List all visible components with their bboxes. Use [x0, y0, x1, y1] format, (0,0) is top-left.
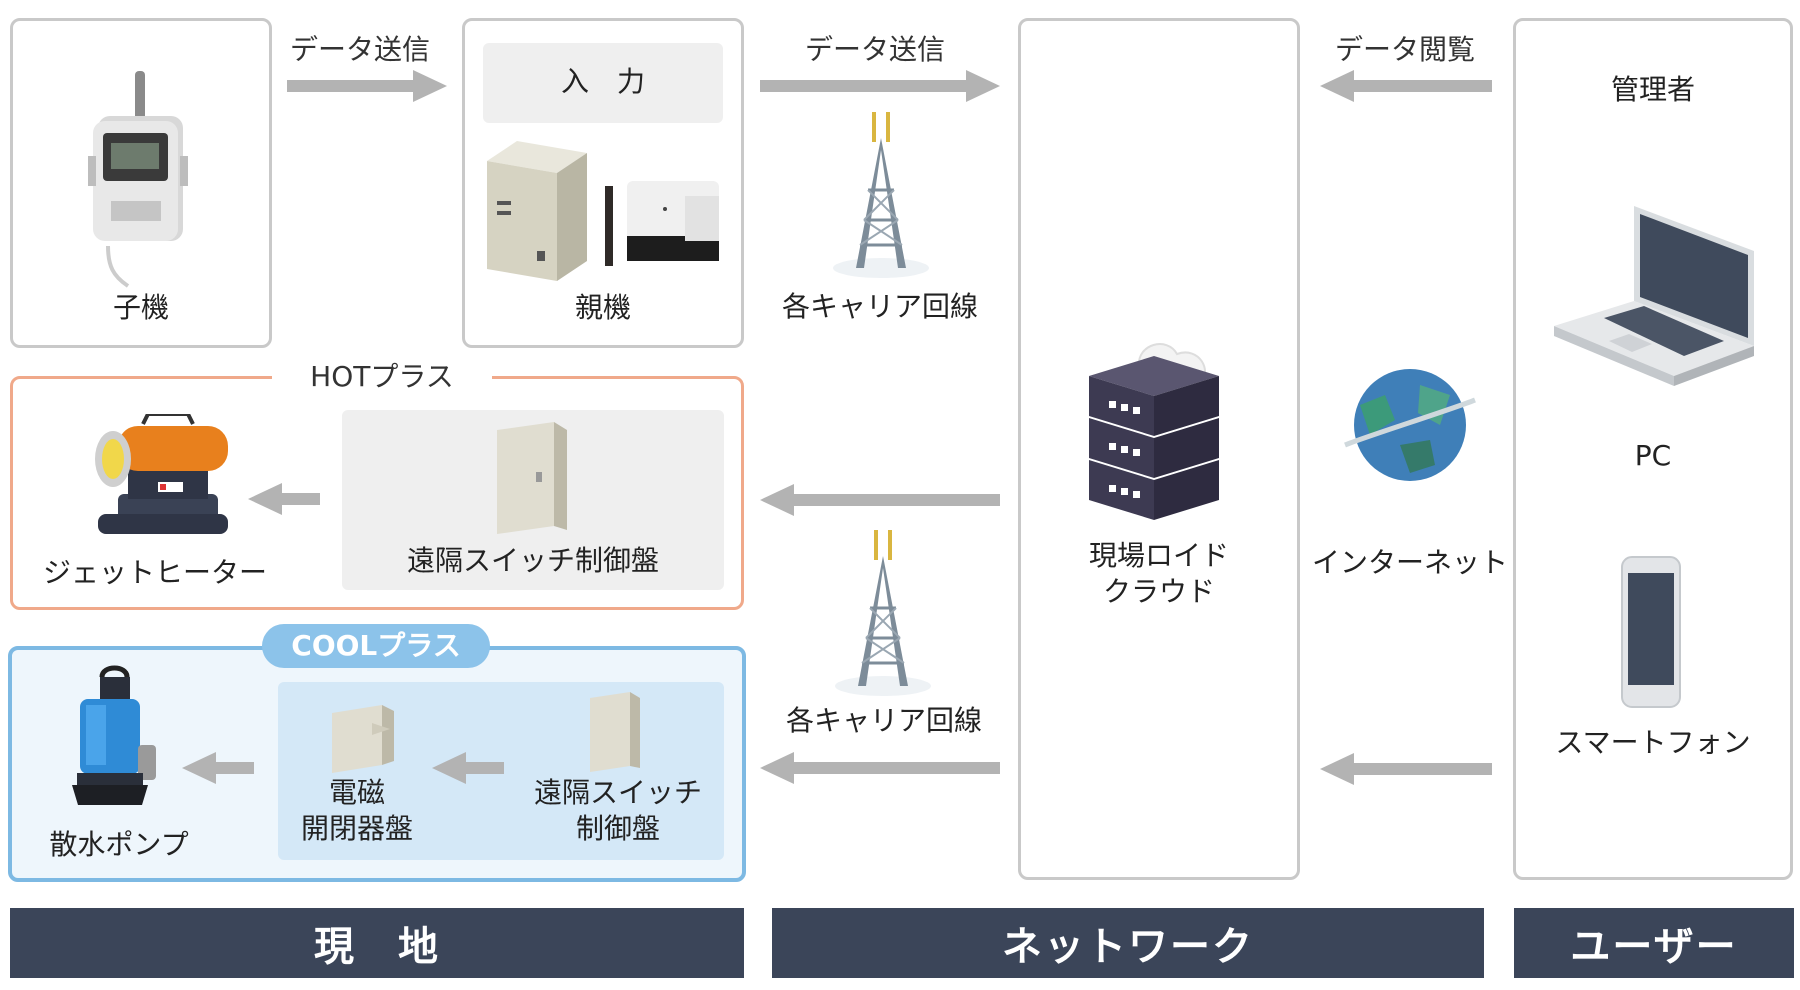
cloud-label-line1: 現場ロイド [1088, 539, 1229, 572]
logger-icon [88, 71, 188, 288]
arrow-left-bottom [1320, 753, 1492, 785]
input-label: 入 力 [560, 65, 645, 98]
jet-heater-label: ジェットヒーター [42, 556, 267, 589]
arrow-left-cool [760, 752, 1000, 784]
magnetic-switch-icon [332, 705, 394, 773]
smartphone-label: スマートフォン [1555, 726, 1751, 759]
hot-switch-panel-label: 遠隔スイッチ制御盤 [406, 544, 659, 577]
internet-label: インターネット [1311, 546, 1508, 579]
parent-device-icon [487, 141, 719, 281]
send-label-1: データ送信 [289, 33, 430, 66]
arrow-left-hot-inner [248, 483, 320, 515]
arrow-left-hot [760, 484, 1000, 516]
switch-cabinet-icon [497, 422, 567, 534]
cool-switch-label-line1: 遠隔スイッチ [533, 776, 702, 809]
arrow-left-top [1320, 70, 1492, 102]
globe-icon [1344, 369, 1476, 481]
magnetic-label-line1: 電磁 [328, 776, 385, 809]
parent-unit-box: 入 力 親機 [462, 18, 744, 348]
footer-network: ネットワーク [772, 908, 1484, 978]
cloud-label-line2: クラウド [1102, 575, 1215, 608]
user-box: 管理者 PC スマートフォン [1513, 18, 1793, 880]
child-unit-label: 子機 [112, 291, 169, 324]
pump-label: 散水ポンプ [49, 828, 189, 861]
arrow-left-cool-2 [432, 752, 504, 784]
arrow-left-cool-1 [182, 752, 254, 784]
tower-icon-top [833, 112, 929, 278]
carrier-label-bottom: 各キャリア回線 [785, 704, 982, 737]
laptop-icon [1554, 206, 1754, 386]
magnetic-label-line2: 開閉器盤 [300, 812, 413, 845]
cool-switch-label-line2: 制御盤 [575, 812, 660, 845]
hot-plus-title: HOTプラス [272, 360, 492, 394]
arrow-right-2 [760, 70, 1000, 102]
footer-user: ユーザー [1514, 908, 1794, 978]
carrier-label-top: 各キャリア回線 [781, 290, 978, 323]
cloud-box: 現場ロイド クラウド [1018, 18, 1300, 880]
view-label: データ閲覧 [1334, 33, 1475, 66]
child-unit-box: 子機 [10, 18, 272, 348]
arrow-right-1 [287, 70, 447, 102]
pc-label: PC [1634, 439, 1672, 472]
parent-unit-label: 親機 [574, 291, 631, 324]
send-label-2: データ送信 [804, 33, 945, 66]
cool-switch-cabinet-icon [590, 692, 640, 772]
water-pump-icon [72, 665, 156, 805]
cool-plus-title: COOLプラス [262, 624, 490, 668]
tower-icon-bottom [835, 530, 931, 696]
admin-label: 管理者 [1610, 73, 1695, 106]
footer-site: 現 地 [10, 908, 744, 978]
jet-heater-icon [95, 414, 228, 534]
server-cloud-icon [1089, 343, 1219, 520]
input-panel [483, 43, 723, 123]
smartphone-icon [1621, 556, 1681, 708]
